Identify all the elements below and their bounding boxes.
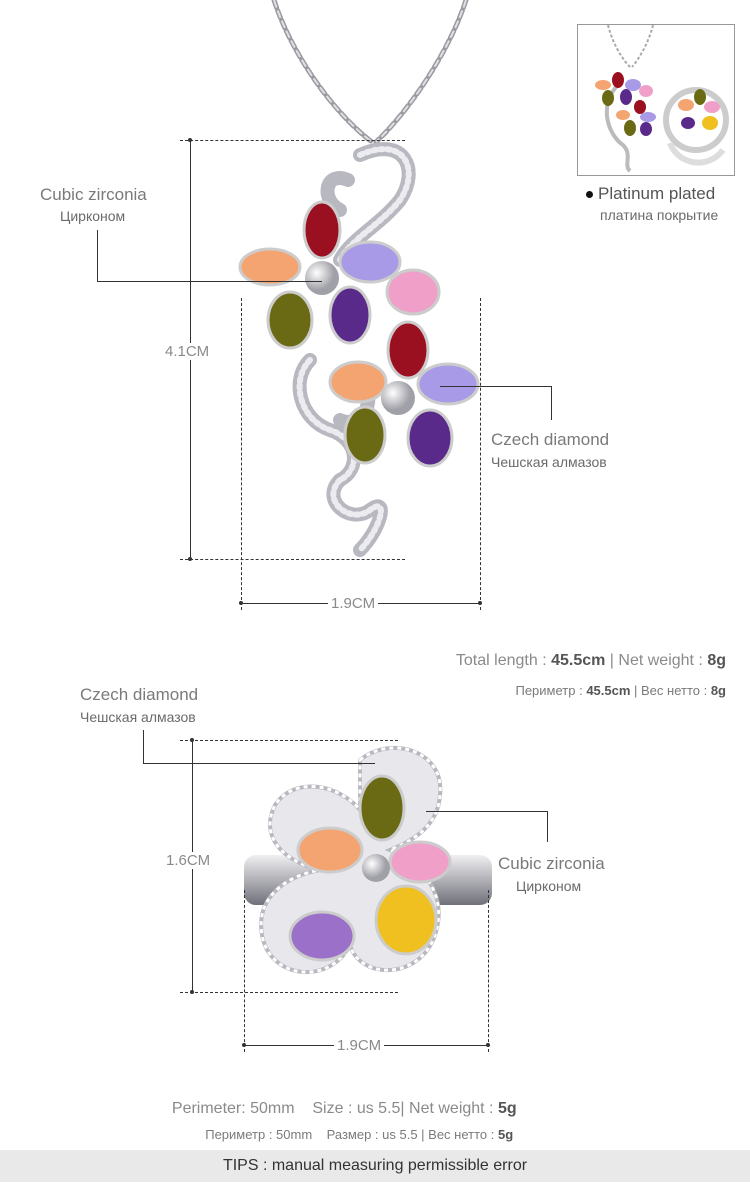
ring-label-czech-diamond: Czech diamond <box>80 685 199 704</box>
plating-bullet <box>586 191 593 198</box>
ring-leader-right-h <box>426 811 548 812</box>
pendant-width-label: 1.9CM <box>328 595 379 612</box>
ring-dim-left-line <box>244 890 245 1052</box>
tips-text: TIPS : manual measuring permissible erro… <box>222 1157 528 1174</box>
pendant-leader-left-v <box>97 230 98 282</box>
ring-label-czech-diamond-ru: Чешская алмазов <box>80 709 196 725</box>
ring-height-label: 1.6CM <box>163 852 214 869</box>
pendant-leader-right-v <box>551 386 552 420</box>
pendant-label-czech-diamond: Czech diamond <box>491 430 610 449</box>
ring-leader-left-h <box>143 763 375 764</box>
ring-leader-right-v <box>547 811 548 842</box>
ring-leader-left-v <box>143 730 144 764</box>
ring-image <box>244 745 492 975</box>
pendant-label-cubic-zirconia-ru: Цирконом <box>60 208 126 224</box>
ring-label-cubic-zirconia: Cubic zirconia <box>498 854 605 873</box>
ring-dim-top-line <box>180 740 398 741</box>
plating-label-ru: платина покрытие <box>600 207 719 223</box>
necklace-chain <box>271 0 469 145</box>
ring-specs-ru: Периметр : 50mm Размер : us 5.5 | Вес не… <box>205 1127 514 1142</box>
pendant-height-label: 4.1CM <box>162 343 213 360</box>
ring-dim-bottom-line <box>180 992 398 993</box>
ring-dim-bottom-dot <box>190 990 194 994</box>
pendant-dim-right-dot <box>478 601 482 605</box>
pendant-label-czech-diamond-ru: Чешская алмазов <box>491 454 607 470</box>
pendant-dim-right-line <box>480 298 481 610</box>
pendant-leader-right-h <box>440 386 552 387</box>
ring-dim-right-line <box>488 890 489 1052</box>
ring-width-label: 1.9CM <box>334 1037 385 1054</box>
pendant-specs-en: Total length : 45.5cm | Net weight : 8g <box>455 652 726 669</box>
pendant-dim-bottom-dot <box>188 557 192 561</box>
pendant-image <box>238 142 480 557</box>
tips-bar: TIPS : manual measuring permissible erro… <box>0 1150 750 1182</box>
ring-label-cubic-zirconia-ru: Цирконом <box>516 878 582 894</box>
pendant-label-cubic-zirconia: Cubic zirconia <box>40 185 147 204</box>
ring-specs-en: Perimeter: 50mm Size : us 5.5| Net weigh… <box>171 1100 517 1117</box>
pendant-dim-top-line <box>180 140 405 141</box>
pendant-dim-left-dot <box>239 601 243 605</box>
set-thumbnail <box>577 24 735 176</box>
pendant-dim-bottom-line <box>180 559 405 560</box>
ring-dim-right-dot <box>486 1043 490 1047</box>
plating-label: Platinum plated <box>598 184 716 203</box>
ring-dim-left-dot <box>242 1043 246 1047</box>
pendant-specs-ru: Периметр : 45.5cm | Вес нетто : 8g <box>515 683 726 698</box>
pendant-leader-left-h <box>97 281 322 282</box>
pendant-dim-left-line <box>241 298 242 610</box>
